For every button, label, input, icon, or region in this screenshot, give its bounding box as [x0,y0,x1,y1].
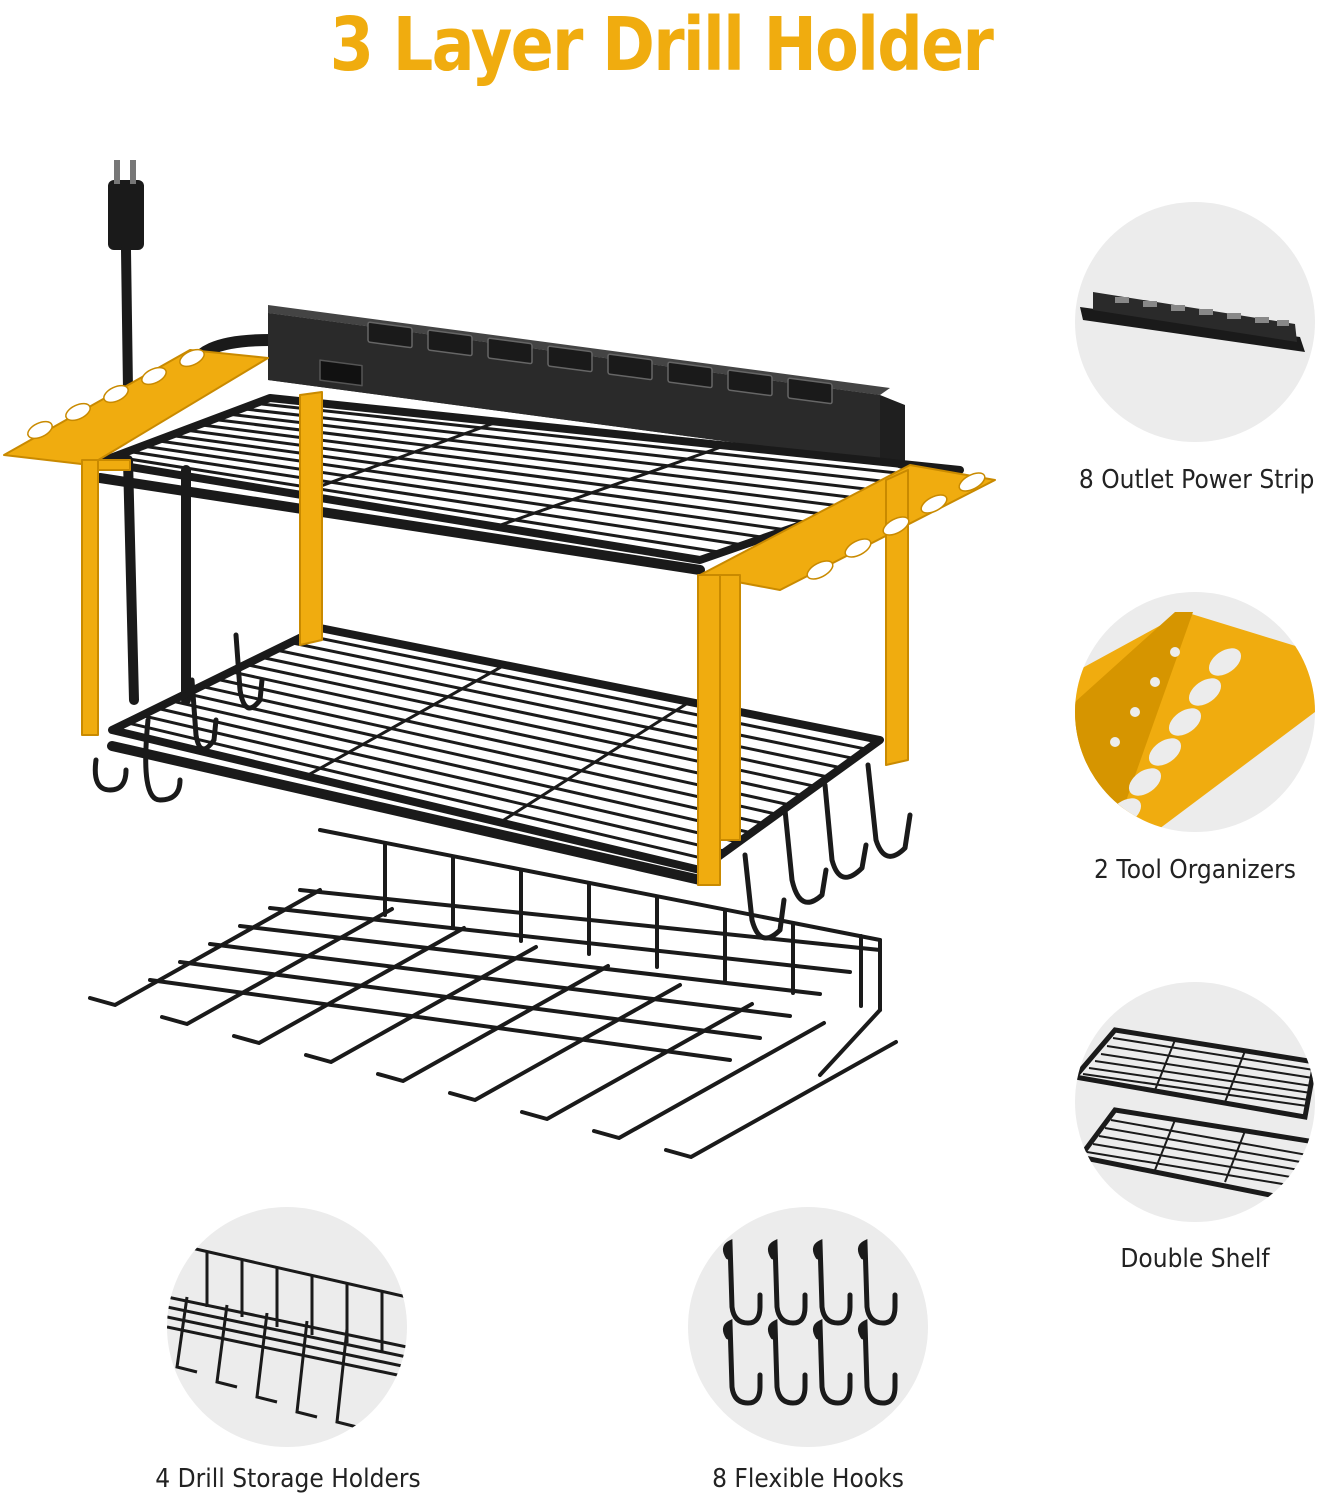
drill-holder-icon [167,1245,407,1429]
double-shelf-icon [1075,1027,1315,1205]
page-title: 3 Layer Drill Holder [329,2,994,88]
drill-holder-product-image [3,160,996,1159]
tool-organizer-icon [1075,612,1315,832]
drill-holder-circle [167,1207,407,1447]
hooks-icon [722,1239,898,1406]
double-shelf-circle [1075,982,1315,1222]
tool-organizer-circle [1075,592,1315,832]
feature-label: Double Shelf [1120,1244,1270,1274]
feature-label: 8 Flexible Hooks [712,1464,904,1494]
feature-label: 2 Tool Organizers [1094,855,1296,885]
power-strip-circle [1075,202,1315,442]
hooks-circle [688,1207,928,1447]
feature-label: 4 Drill Storage Holders [155,1464,421,1494]
feature-label: 8 Outlet Power Strip [1078,465,1315,495]
power-strip-icon [1080,292,1305,352]
